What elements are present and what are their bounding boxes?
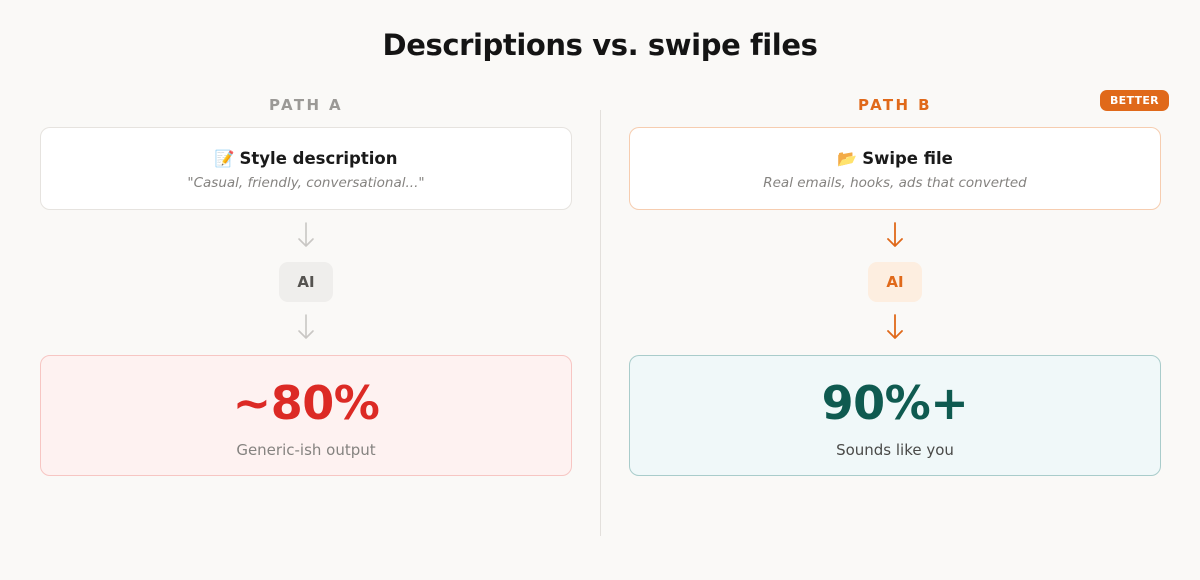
path-b-source-title: Swipe file bbox=[862, 149, 953, 168]
path-b-column: PATH B BETTER 📂 Swipe file Real emails, … bbox=[629, 0, 1169, 580]
column-divider bbox=[600, 110, 601, 536]
open-folder-icon: 📂 bbox=[837, 149, 858, 168]
path-a-result-box: ~80% Generic-ish output bbox=[40, 355, 572, 476]
path-b-result-value: 90%+ bbox=[821, 376, 969, 430]
path-b-label: PATH B bbox=[858, 96, 932, 114]
down-arrow-icon bbox=[298, 222, 314, 247]
page-title: Descriptions vs. swipe files bbox=[382, 28, 818, 62]
better-badge: BETTER bbox=[1100, 90, 1169, 111]
path-a-result-caption: Generic-ish output bbox=[236, 441, 376, 459]
path-b-source-subtitle: Real emails, hooks, ads that converted bbox=[763, 175, 1027, 191]
path-a-result-value: ~80% bbox=[232, 376, 380, 430]
down-arrow-icon bbox=[887, 222, 903, 247]
memo-icon: 📝 bbox=[214, 149, 235, 168]
path-a-source-title: Style description bbox=[239, 149, 398, 168]
path-a-source-box: 📝 Style description "Casual, friendly, c… bbox=[40, 127, 572, 210]
path-b-result-box: 90%+ Sounds like you bbox=[629, 355, 1161, 476]
path-a-ai-node: AI bbox=[279, 262, 333, 302]
path-a-column: PATH A 📝 Style description "Casual, frie… bbox=[40, 0, 572, 580]
path-b-result-caption: Sounds like you bbox=[836, 441, 954, 459]
path-b-ai-node: AI bbox=[868, 262, 922, 302]
path-a-source-subtitle: "Casual, friendly, conversational..." bbox=[187, 175, 425, 191]
down-arrow-icon bbox=[887, 314, 903, 339]
path-b-source-box: 📂 Swipe file Real emails, hooks, ads tha… bbox=[629, 127, 1161, 210]
path-a-label: PATH A bbox=[268, 96, 344, 114]
down-arrow-icon bbox=[298, 314, 314, 339]
